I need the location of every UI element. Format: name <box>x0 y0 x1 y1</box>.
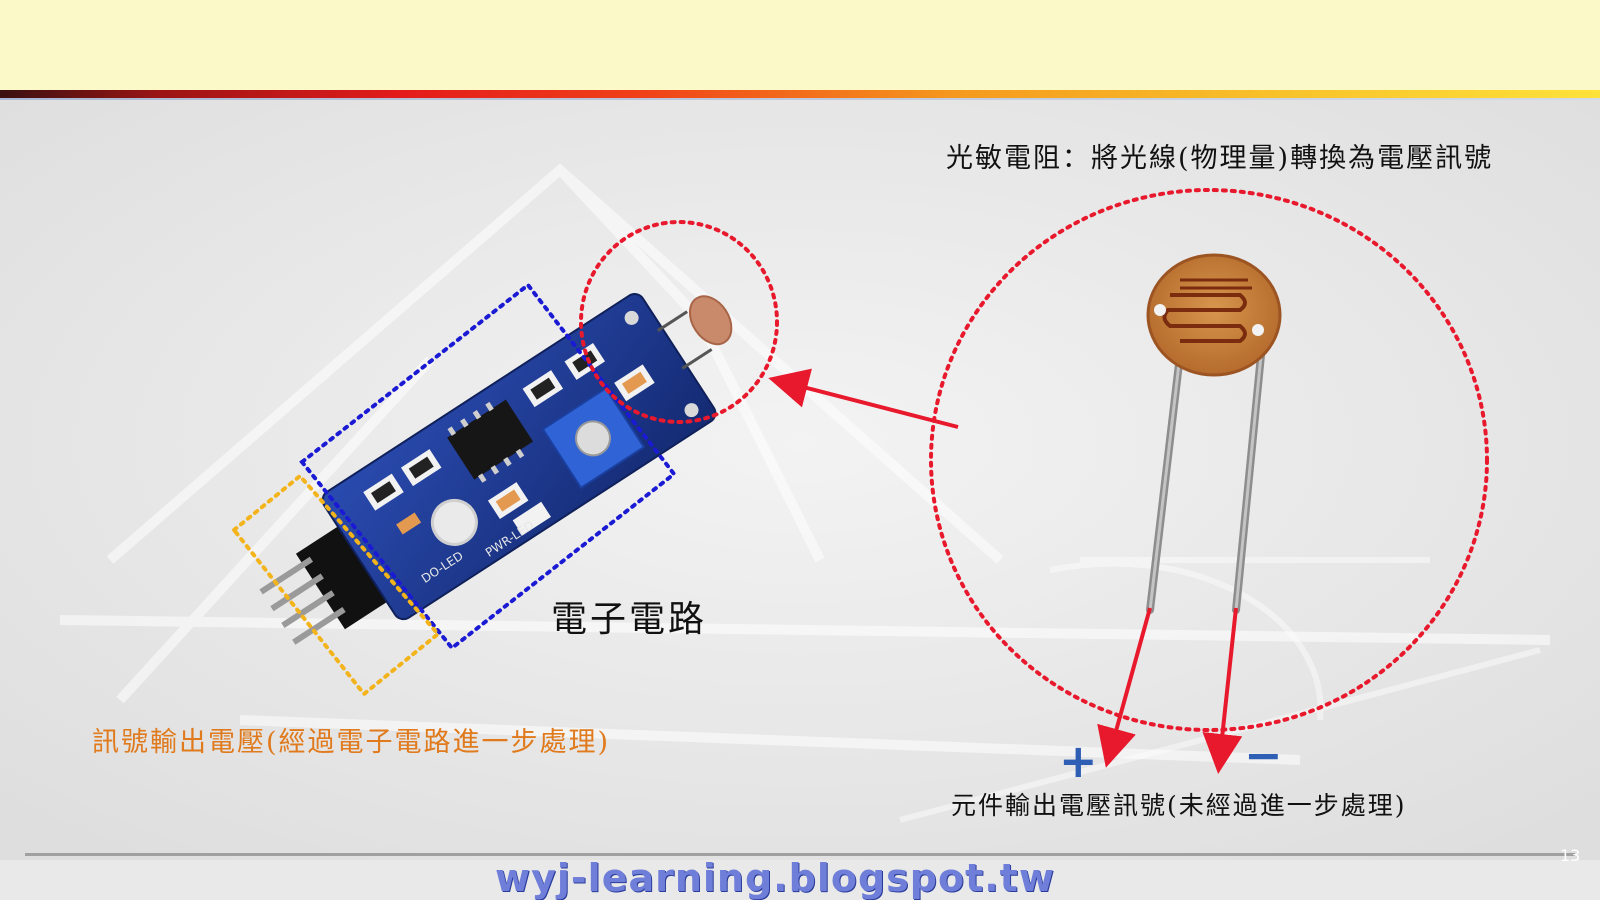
header-stripe <box>0 90 1600 98</box>
ldr-zoom-callout-circle <box>929 188 1489 732</box>
page-number: 13 <box>1560 846 1581 865</box>
header-bar <box>0 0 1600 90</box>
photoresistor-image <box>1146 253 1282 614</box>
pin-header <box>259 515 404 645</box>
sensor-module-image: DO-LED PWR-LED <box>259 293 733 645</box>
slide-illustration: DO-LED PWR-LED <box>0 100 1600 860</box>
minus-sign: − <box>1244 728 1283 782</box>
footer-divider <box>25 853 1575 856</box>
plus-lead-arrow <box>1097 607 1152 768</box>
plus-sign: + <box>1059 734 1098 788</box>
minus-lead-arrow <box>1202 607 1243 774</box>
header-stripe-shadow <box>0 98 1600 101</box>
slide-heading: 光敏電阻：將光線(物理量)轉換為電壓訊號 <box>946 143 1494 174</box>
circuit-highlight-box <box>299 282 677 651</box>
module-ldr <box>656 295 733 370</box>
footer-url[interactable]: wyj-learning.blogspot.tw <box>495 856 1055 900</box>
module-ldr-callout-circle <box>579 220 779 424</box>
circuit-label: 電子電路 <box>551 599 708 640</box>
output-pins-highlight-box <box>231 473 441 697</box>
red-arrow-icon <box>768 368 959 429</box>
component-output-label: 元件輸出電壓訊號(未經過進一步處理) <box>951 791 1407 820</box>
background-scene <box>0 100 1600 860</box>
output-voltage-label: 訊號輸出電壓(經過電子電路進一步處理) <box>92 727 611 758</box>
